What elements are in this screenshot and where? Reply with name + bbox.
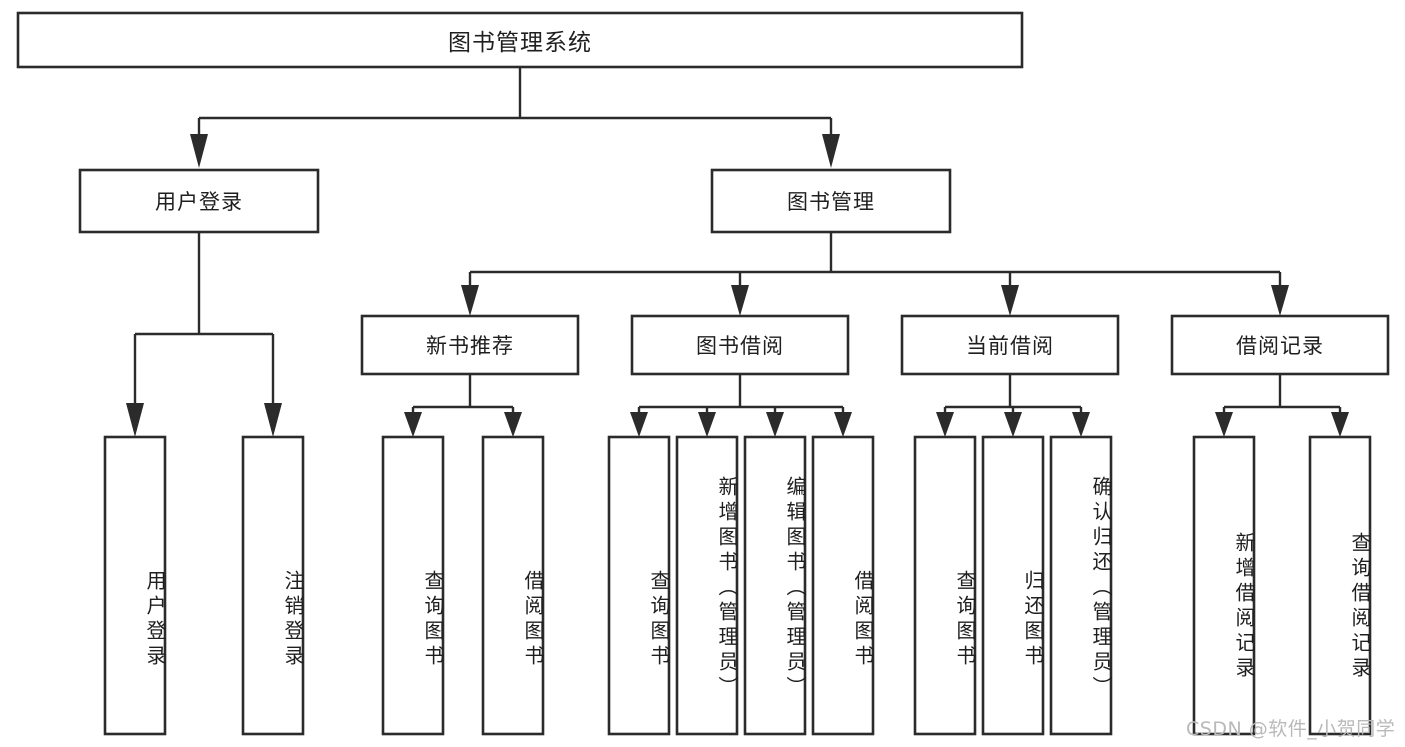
node-box-current-borrow[interactable] bbox=[900, 314, 1120, 376]
arrow-currentborrow-leaf-1 bbox=[936, 412, 954, 437]
node-box-leaf-add-book[interactable] bbox=[675, 435, 739, 736]
node-box-leaf-edit-book[interactable] bbox=[743, 435, 807, 736]
node-box-new-book-recommend[interactable] bbox=[360, 314, 580, 376]
arrow-currentborrow-leaf-3 bbox=[1072, 412, 1090, 437]
node-box-leaf-query-book-3[interactable] bbox=[913, 435, 977, 736]
arrow-bookborrow-leaf-4 bbox=[834, 412, 852, 437]
arrow-bookborrow-leaf-2 bbox=[698, 412, 716, 437]
arrow-root-to-book-management bbox=[822, 134, 840, 168]
arrow-bookmgmt-to-borrow-record bbox=[1271, 285, 1289, 316]
arrow-bookmgmt-to-new-book bbox=[461, 285, 479, 316]
node-box-leaf-query-book-1[interactable] bbox=[381, 435, 445, 736]
arrow-borrowrecord-leaf-1 bbox=[1215, 412, 1233, 437]
arrow-bookmgmt-to-book-borrow bbox=[731, 285, 749, 316]
arrow-newbook-leaf-2 bbox=[504, 412, 522, 437]
node-box-book-borrow[interactable] bbox=[630, 314, 850, 376]
node-box-leaf-query-book-2[interactable] bbox=[607, 435, 671, 736]
arrow-bookborrow-leaf-1 bbox=[630, 412, 648, 437]
arrow-userlogin-leaf-1 bbox=[126, 403, 144, 437]
node-box-book-management[interactable] bbox=[710, 168, 952, 234]
node-box-leaf-logout-login[interactable] bbox=[241, 435, 305, 736]
arrow-bookmgmt-to-current-borrow bbox=[1001, 285, 1019, 316]
node-box-leaf-add-record[interactable] bbox=[1192, 435, 1256, 736]
node-box-leaf-return-book[interactable] bbox=[981, 435, 1045, 736]
node-box-leaf-borrow-book-1[interactable] bbox=[481, 435, 545, 736]
arrow-currentborrow-leaf-2 bbox=[1004, 412, 1022, 437]
arrow-root-to-user-login bbox=[190, 134, 208, 168]
node-box-user-login[interactable] bbox=[78, 168, 320, 234]
arrow-newbook-leaf-1 bbox=[404, 412, 422, 437]
node-box-leaf-query-record[interactable] bbox=[1308, 435, 1372, 736]
node-box-leaf-user-login[interactable] bbox=[103, 435, 167, 736]
node-box-leaf-borrow-book-2[interactable] bbox=[811, 435, 875, 736]
arrow-bookborrow-leaf-3 bbox=[766, 412, 784, 437]
node-box-leaf-confirm-return[interactable] bbox=[1049, 435, 1113, 736]
node-box-borrow-record[interactable] bbox=[1170, 314, 1390, 376]
node-box-root[interactable] bbox=[16, 11, 1024, 69]
arrow-userlogin-leaf-2 bbox=[264, 403, 282, 437]
arrow-borrowrecord-leaf-2 bbox=[1331, 412, 1349, 437]
